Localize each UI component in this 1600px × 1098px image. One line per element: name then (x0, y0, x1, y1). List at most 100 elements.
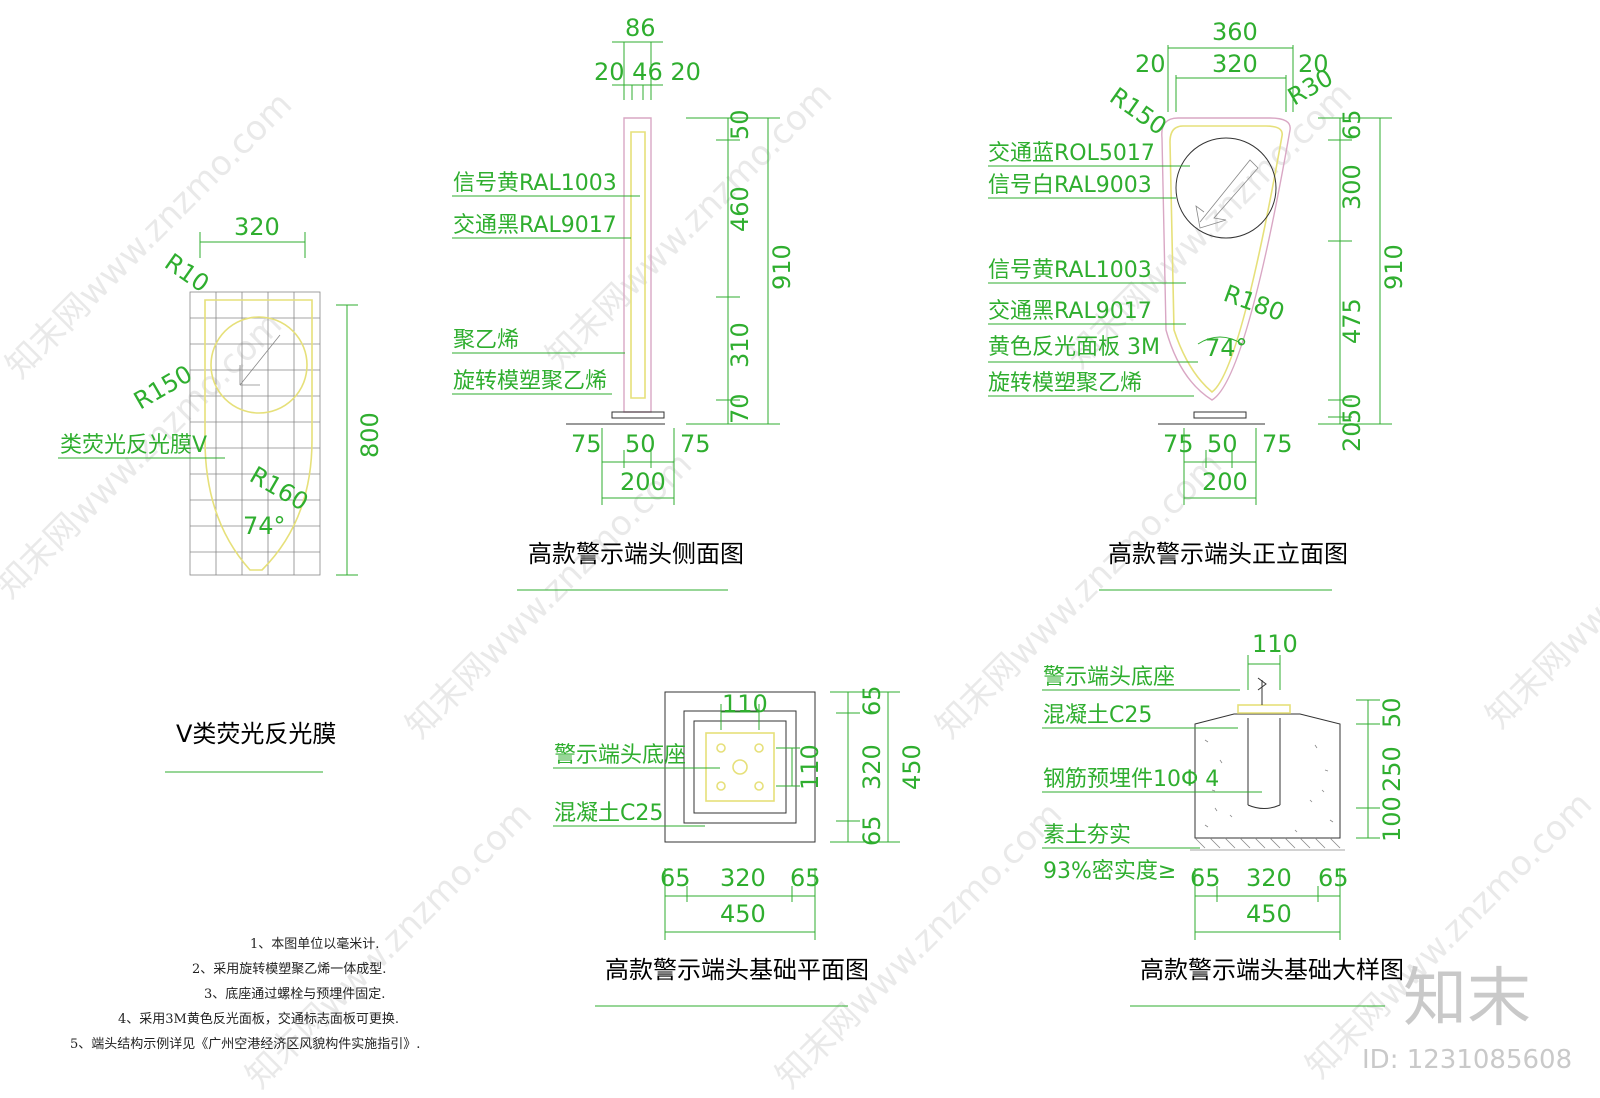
film-r10: R10 (160, 248, 215, 298)
front-sign (1161, 117, 1291, 401)
side-dim-2: 460 (726, 186, 754, 232)
film-outline (204, 299, 313, 571)
film-angle: 74° (243, 512, 286, 540)
note-4: 4、采用3M黄色反光面板，交通标志面板可更换. (118, 1011, 399, 1027)
side-total: 910 (768, 244, 796, 290)
plan-right-inner: 110 (796, 744, 824, 790)
logo-text: 知末 (1403, 962, 1531, 1036)
detail-label-2: 混凝土C25 (1043, 703, 1152, 728)
plan-label-1: 警示端头底座 (554, 743, 686, 768)
watermark-text: 知末网www.znzmo.com (928, 444, 1230, 746)
front-total: 910 (1380, 244, 1408, 290)
notes: 1、本图单位以毫米计. 2、采用旋转模塑聚乙烯一体成型. 3、底座通过螺栓与预埋… (70, 936, 420, 1052)
plan-bottom-1: 65 (660, 864, 691, 892)
watermark-id: ID: 1231085608 (1362, 1045, 1572, 1075)
front-title: 高款警示端头正立面图 (1108, 540, 1348, 568)
side-bottom-total: 200 (620, 468, 666, 496)
detail-bottom-1: 65 (1190, 864, 1221, 892)
front-bottom-1: 75 (1163, 430, 1194, 458)
side-label-3: 聚乙烯 (453, 328, 519, 353)
film-title: V类荧光反光膜 (176, 720, 336, 748)
film-circle (210, 316, 308, 414)
front-angle: 74° (1205, 334, 1248, 362)
detail-right-2: 250 (1378, 746, 1406, 792)
plan-view: 110 110 65 320 65 450 警示端头底座 混凝土C25 65 3… (553, 685, 926, 1007)
plan-right-1: 65 (858, 685, 886, 716)
film-dim-width: 320 (234, 213, 280, 241)
detail-bottom-total: 450 (1246, 900, 1292, 928)
note-5: 5、端头结构示例详见《广州空港经济区风貌构件实施指引》. (70, 1037, 420, 1052)
side-top-parts: 20 46 20 (594, 58, 701, 86)
side-view: 86 20 46 20 50 460 310 70 910 信号黄RAL1003… (452, 14, 796, 591)
front-bottom-2: 50 (1207, 430, 1238, 458)
side-dim-1: 50 (726, 109, 754, 140)
detail-view: 110 50 250 100 警示端头底座 混凝土C25 钢筋预埋件10Φ 4 … (1042, 630, 1406, 1007)
detail-right-3: 100 (1378, 796, 1406, 842)
plan-bottom-3: 65 (790, 864, 821, 892)
detail-title: 高款警示端头基础大样图 (1140, 956, 1404, 984)
note-2: 2、采用旋转模塑聚乙烯一体成型. (192, 962, 386, 977)
concrete-texture (1204, 739, 1334, 833)
detail-bottom-3: 65 (1318, 864, 1349, 892)
plan-right-3: 65 (858, 815, 886, 846)
front-dim-2: 300 (1338, 164, 1366, 210)
front-label-6: 旋转模塑聚乙烯 (988, 371, 1142, 396)
film-grid (189, 291, 321, 576)
watermark-text: 知末网www.znzmo.com (1298, 784, 1600, 1086)
detail-right-1: 50 (1378, 697, 1406, 728)
side-bottom-1: 75 (571, 430, 602, 458)
logo-watermark: 知末 ID: 1231085608 (1362, 962, 1572, 1075)
front-top-total: 360 (1212, 18, 1258, 46)
watermark-text: 知末网www.znzmo.com (1478, 434, 1600, 736)
side-top-total: 86 (625, 14, 656, 42)
plan-total: 450 (898, 744, 926, 790)
front-top-inner: 320 (1212, 50, 1258, 78)
note-1: 1、本图单位以毫米计. (250, 936, 379, 952)
front-dim-4: 50 (1338, 393, 1366, 424)
film-label: 类荧光反光膜V (60, 433, 207, 458)
detail-label-1: 警示端头底座 (1043, 665, 1175, 690)
side-label-2: 交通黑RAL9017 (453, 213, 617, 238)
detail-top-dim: 110 (1252, 630, 1298, 658)
front-circle (1175, 137, 1277, 239)
front-bottom-total: 200 (1202, 468, 1248, 496)
arrow-icon (1195, 159, 1259, 229)
front-dim-5: 20 (1338, 421, 1366, 452)
film-dim-height: 800 (356, 412, 384, 458)
film-r160: R160 (245, 461, 313, 516)
arrow-icon (239, 334, 281, 386)
side-dim-4: 70 (726, 393, 754, 424)
side-label-4: 旋转模塑聚乙烯 (453, 369, 607, 394)
plan-label-2: 混凝土C25 (554, 801, 663, 826)
plan-bottom-2: 320 (720, 864, 766, 892)
front-bottom-3: 75 (1262, 430, 1293, 458)
watermark-text: 知末网www.znzmo.com (768, 794, 1070, 1096)
plan-bottom-total: 450 (720, 900, 766, 928)
front-label-1: 交通蓝ROL5017 (988, 141, 1155, 166)
side-bottom-3: 75 (680, 430, 711, 458)
front-r150: R150 (1105, 82, 1172, 141)
front-view: 360 320 20 20 R150 R30 R180 74° 65 300 4… (988, 18, 1408, 591)
front-label-3: 信号黄RAL1003 (988, 258, 1152, 283)
detail-bottom-2: 320 (1246, 864, 1292, 892)
front-label-2: 信号白RAL9003 (988, 173, 1152, 198)
front-top-side-l: 20 (1135, 50, 1166, 78)
side-title: 高款警示端头侧面图 (528, 540, 744, 568)
detail-label-4: 素土夯实 (1043, 823, 1131, 848)
detail-label-3: 钢筋预埋件10Φ 4 (1043, 767, 1219, 792)
plan-outer (664, 691, 816, 843)
detail-label-5: 93%密实度≥ (1043, 859, 1176, 884)
plan-right-2: 320 (858, 744, 886, 790)
front-r180: R180 (1220, 279, 1288, 327)
side-bottom-2: 50 (625, 430, 656, 458)
front-label-5: 黄色反光面板 3M (988, 335, 1160, 360)
front-dim-3: 475 (1338, 298, 1366, 344)
plan-base (705, 732, 775, 802)
front-top-side-r: 20 (1298, 50, 1329, 78)
plan-title: 高款警示端头基础平面图 (605, 956, 869, 984)
note-3: 3、底座通过螺栓与预埋件固定. (204, 986, 385, 1002)
front-label-4: 交通黑RAL9017 (988, 299, 1152, 324)
plan-top-dim: 110 (722, 690, 768, 718)
side-dim-3: 310 (726, 322, 754, 368)
